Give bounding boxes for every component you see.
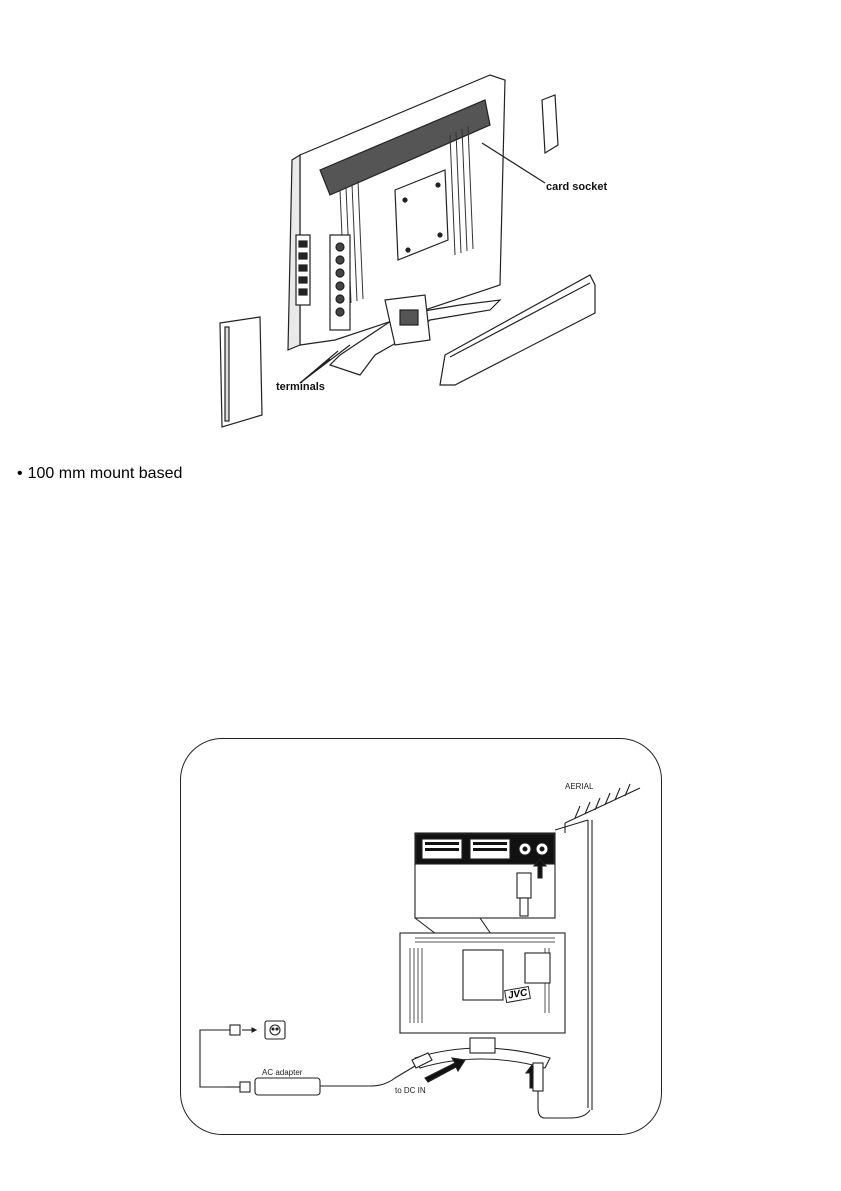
tv-rear-drawing: [200, 55, 630, 435]
aerial-antenna-icon: [555, 784, 640, 1110]
card-socket-label: card socket: [546, 181, 607, 193]
connection-diagram: [180, 738, 660, 1133]
terminals-label: terminals: [276, 381, 325, 393]
dc-in-label: to DC IN: [395, 1086, 426, 1095]
connection-drawing: [180, 738, 660, 1133]
bullet-symbol: •: [17, 465, 23, 482]
ac-adapter-label: AC adapter: [262, 1068, 302, 1077]
tv-rear-illustration: [200, 55, 630, 435]
aerial-label: AERIAL: [565, 782, 593, 791]
mount-bullet-text: 100 mm mount based: [28, 465, 183, 482]
mount-bullet: • 100 mm mount based: [17, 465, 182, 483]
